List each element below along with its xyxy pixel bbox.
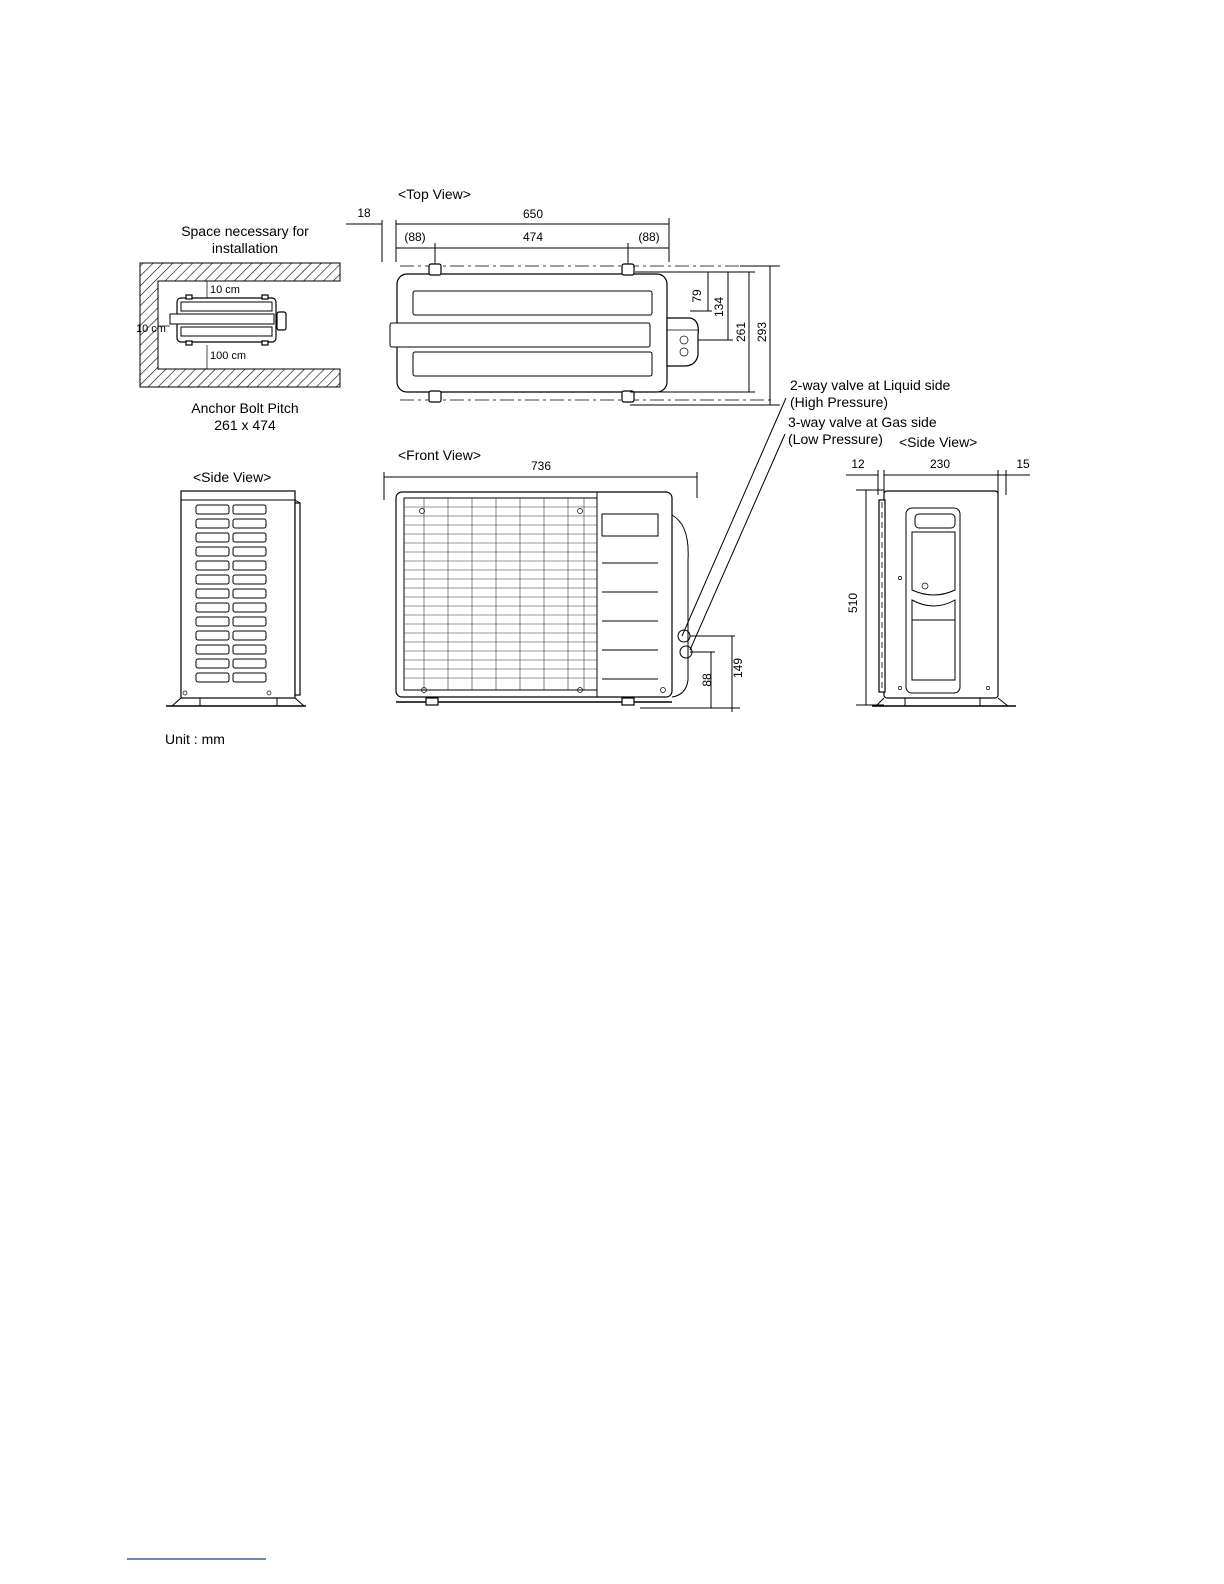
dim-88-left: (88) <box>404 230 425 244</box>
dim-12: 12 <box>851 457 865 471</box>
dim-510: 510 <box>846 593 860 613</box>
dim-79: 79 <box>690 289 704 303</box>
front-view-body <box>396 492 672 697</box>
valve-2way-label: 2-way valve at Liquid side <box>790 377 951 393</box>
anchor-bolt-value: 261 x 474 <box>214 417 276 433</box>
dim-261: 261 <box>734 322 748 342</box>
dim-474: 474 <box>523 230 543 244</box>
clearance-top-label: 10 cm <box>210 284 240 296</box>
dim-15: 15 <box>1016 457 1030 471</box>
left-side-view-title: <Side View> <box>193 469 271 485</box>
top-view: <Top View> 18 650 (88) 474 (88) <box>346 186 780 405</box>
valve-2way-pressure: (High Pressure) <box>790 394 888 410</box>
space-unit-outline <box>170 295 286 345</box>
right-side-view-title: <Side View> <box>899 434 977 450</box>
dim-736: 736 <box>531 459 551 473</box>
clearance-left-label: 10 cm <box>136 323 166 335</box>
dim-18: 18 <box>357 206 371 220</box>
dim-650: 650 <box>523 207 543 221</box>
right-side-view: <Side View> 12 230 15 510 <box>846 434 1030 706</box>
front-view-title: <Front View> <box>398 447 481 463</box>
unit-label: Unit : mm <box>165 731 225 747</box>
anchor-bolt-title: Anchor Bolt Pitch <box>191 400 298 416</box>
dim-230: 230 <box>930 457 950 471</box>
valve-3way-pressure: (Low Pressure) <box>788 431 883 447</box>
dim-88-right: (88) <box>638 230 659 244</box>
space-title-line2: installation <box>212 240 278 256</box>
dim-134: 134 <box>712 297 726 317</box>
dim-293: 293 <box>755 322 769 342</box>
left-side-view: <Side View> <box>166 469 306 706</box>
installation-space-diagram: Space necessary for installation 10 cm 1… <box>136 223 340 433</box>
front-view: <Front View> 736 <box>384 447 745 712</box>
space-title-line1: Space necessary for <box>181 223 309 239</box>
top-view-title: <Top View> <box>398 186 471 202</box>
valve-3way-label: 3-way valve at Gas side <box>788 414 937 430</box>
clearance-front-label: 100 cm <box>210 350 246 362</box>
dim-88-valve: 88 <box>700 673 714 687</box>
dim-149: 149 <box>731 658 745 678</box>
